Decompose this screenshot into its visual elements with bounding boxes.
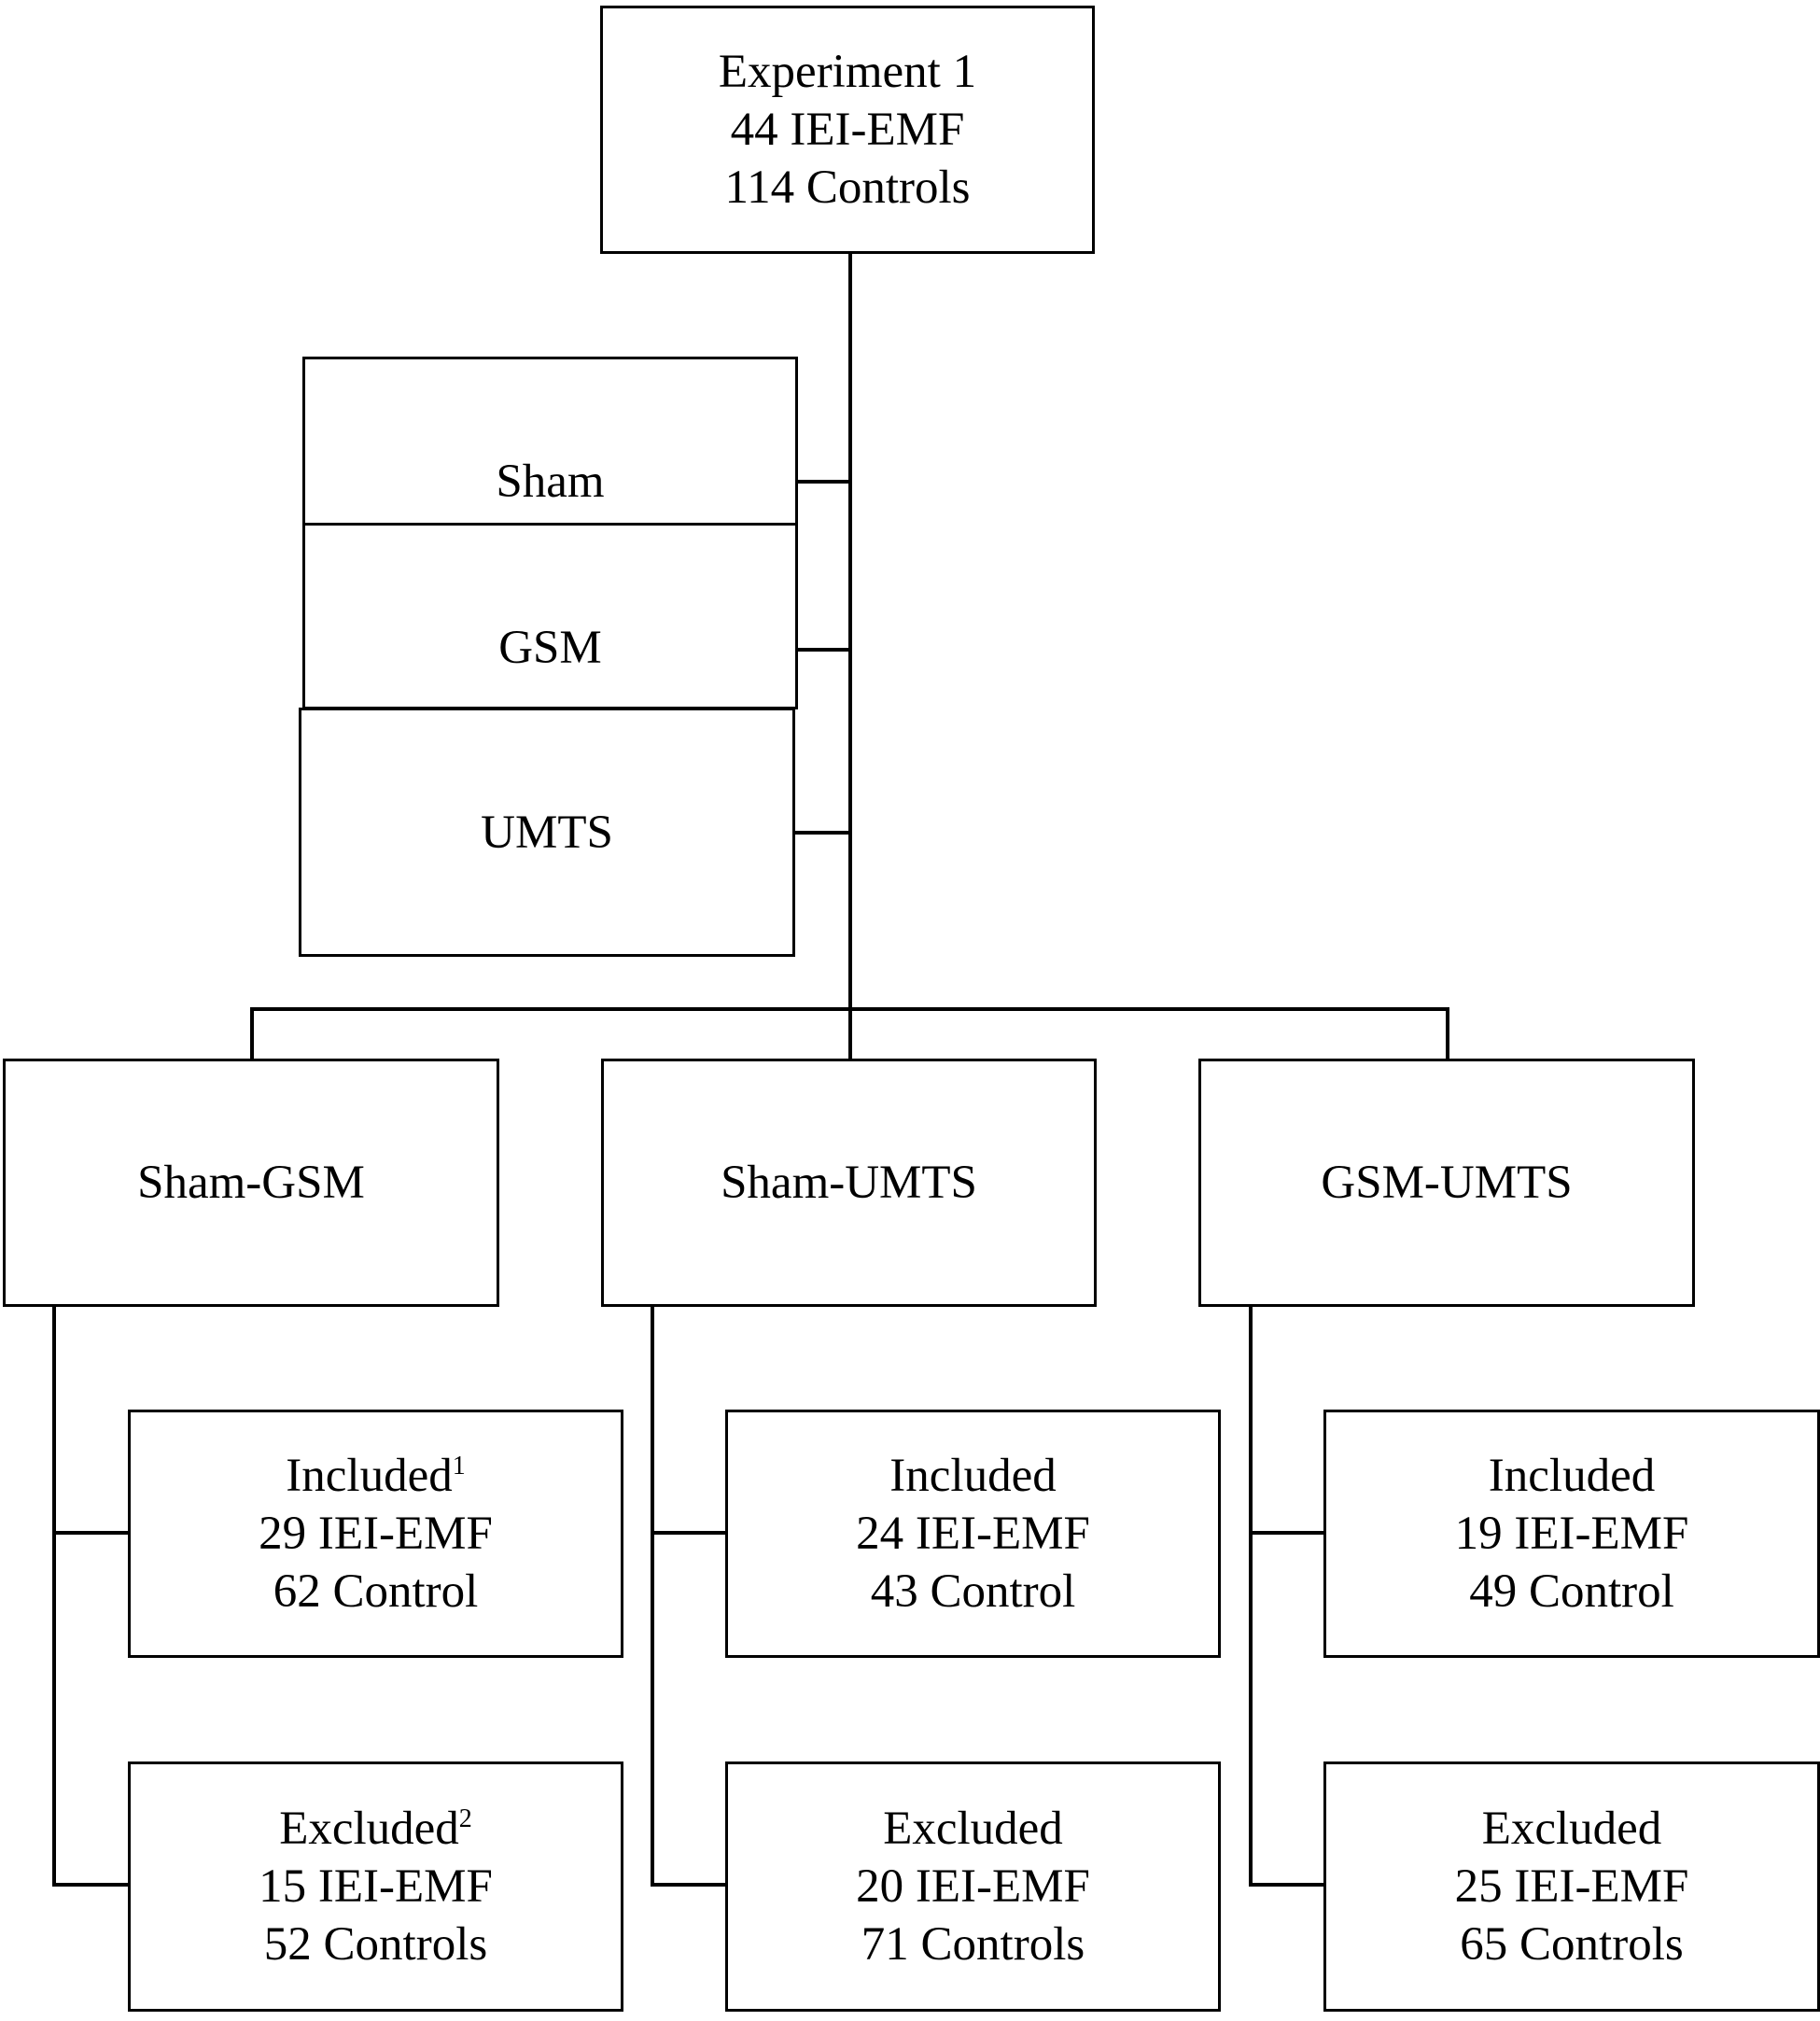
root-trunk-line [848,254,852,1012]
sham-connector-line [798,480,850,484]
group-box-gsm-umts: GSM-UMTS [1198,1059,1695,1307]
gsm-umts-excluded-connector [1249,1883,1325,1887]
gsm-umts-excluded-box: Excluded 25 IEI-EMF 65 Controls [1323,1761,1820,2012]
included-control-count: 49 Control [1469,1565,1674,1618]
condition-label-gsm: GSM [498,622,602,674]
excluded-iei-count: 25 IEI-EMF [1454,1860,1689,1913]
included-label: Included [286,1450,453,1502]
sham-gsm-vertical-line [52,1307,56,1887]
group-box-sham-umts: Sham-UMTS [601,1059,1097,1307]
gsm-connector-line [798,648,850,652]
umts-connector-line [795,831,850,835]
condition-label-umts: UMTS [481,806,613,859]
included-label: Included [889,1450,1057,1502]
sham-umts-included-connector [651,1531,727,1535]
group-label: GSM-UMTS [1321,1157,1573,1209]
included-control-count: 62 Control [273,1565,479,1618]
condition-box-umts: UMTS [299,708,795,957]
included-iei-count: 24 IEI-EMF [856,1508,1090,1560]
footnote-marker: 1 [452,1452,466,1481]
sham-gsm-excluded-box: Excluded2 15 IEI-EMF 52 Controls [128,1761,623,2012]
included-iei-count: 29 IEI-EMF [259,1508,493,1560]
gsm-umts-included-connector [1249,1531,1325,1535]
sham-gsm-excluded-connector [52,1883,129,1887]
branch-drop-sham-umts [848,1007,852,1060]
sham-gsm-included-connector [52,1531,129,1535]
experiment-title: Experiment 1 [718,46,977,98]
group-box-sham-gsm: Sham-GSM [3,1059,499,1307]
sham-umts-excluded-box: Excluded 20 IEI-EMF 71 Controls [725,1761,1221,2012]
excluded-label: Excluded [279,1803,459,1855]
group-label: Sham-UMTS [721,1157,977,1209]
sham-umts-vertical-line [651,1307,654,1887]
excluded-control-count: 65 Controls [1460,1918,1684,1971]
experiment-control-count: 114 Controls [724,161,971,214]
experiment-box: Experiment 1 44 IEI-EMF 114 Controls [600,6,1095,254]
group-label: Sham-GSM [137,1157,365,1209]
excluded-control-count: 52 Controls [263,1918,488,1971]
included-control-count: 43 Control [870,1565,1076,1618]
footnote-marker: 2 [458,1804,472,1833]
sham-umts-excluded-connector [651,1883,727,1887]
included-label: Included [1488,1450,1656,1502]
excluded-label: Excluded [1481,1803,1662,1855]
condition-box-gsm: GSM [302,523,798,709]
branch-drop-gsm-umts [1446,1007,1449,1060]
branch-drop-sham-gsm [250,1007,254,1060]
excluded-label: Excluded [883,1803,1063,1855]
gsm-umts-included-box: Included 19 IEI-EMF 49 Control [1323,1410,1820,1658]
experiment-iei-count: 44 IEI-EMF [730,104,965,156]
sham-gsm-included-box: Included1 29 IEI-EMF 62 Control [128,1410,623,1658]
excluded-control-count: 71 Controls [861,1918,1085,1971]
excluded-iei-count: 15 IEI-EMF [259,1860,493,1913]
excluded-iei-count: 20 IEI-EMF [856,1860,1090,1913]
included-iei-count: 19 IEI-EMF [1454,1508,1689,1560]
condition-label-sham: Sham [496,456,605,508]
gsm-umts-vertical-line [1249,1307,1253,1887]
sham-umts-included-box: Included 24 IEI-EMF 43 Control [725,1410,1221,1658]
